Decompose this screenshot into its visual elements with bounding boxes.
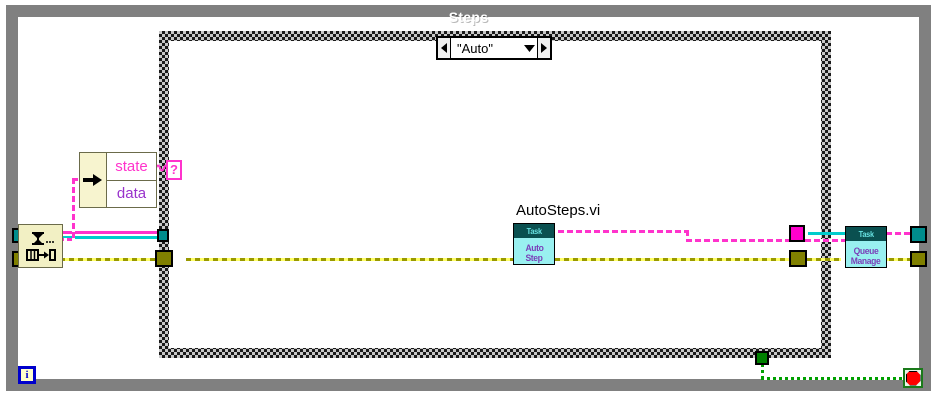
case-selector-value: "Auto" xyxy=(457,40,493,56)
autosteps-icon-header: Task xyxy=(514,224,554,238)
wire-autostep-out-a xyxy=(558,230,688,233)
case-selector-terminal[interactable]: ? xyxy=(166,160,182,180)
wire-queue-refnum-left xyxy=(24,258,164,261)
case-structure-interior xyxy=(169,41,821,348)
wire-stop-vertical xyxy=(761,358,764,380)
queuemanage-icon-header-text: Task xyxy=(858,229,874,239)
autosteps-vi-label: AutoSteps.vi xyxy=(516,202,601,219)
tunnel-right-olive[interactable] xyxy=(789,250,807,267)
unbundle-by-name-node[interactable]: state data xyxy=(79,152,157,208)
stop-octagon-icon xyxy=(905,370,921,386)
wire-autostep-drop xyxy=(686,230,689,241)
shift-register-right-cyan[interactable] xyxy=(910,226,927,243)
queuemanage-icon-line2: Manage xyxy=(851,256,881,266)
unbundle-field-data[interactable]: data xyxy=(116,185,147,203)
wire-cluster-stub-a xyxy=(58,238,72,241)
queuemanage-icon-body: Queue Manage xyxy=(846,241,886,267)
tunnel-right-pink[interactable] xyxy=(789,225,805,242)
tunnel-bottom-green[interactable] xyxy=(755,351,769,365)
tunnel-left-olive[interactable] xyxy=(155,250,173,267)
unbundle-fields: state data xyxy=(107,153,156,207)
wire-cluster-to-unbundle xyxy=(72,178,82,181)
wire-pink-tunnel-in xyxy=(796,239,848,242)
wire-cluster-riser xyxy=(72,178,75,240)
wire-cyan-element xyxy=(62,236,166,239)
autosteps-icon-line2: Step xyxy=(525,253,543,263)
queue-glyph-icon xyxy=(31,231,54,245)
dequeue-glyph-icon xyxy=(25,248,56,261)
queuemanage-icon-line1: Queue xyxy=(853,246,879,256)
queuemanage-icon-header: Task xyxy=(846,227,886,241)
case-next-arrow-icon[interactable] xyxy=(537,38,550,58)
wire-queuemanage-out xyxy=(886,232,926,235)
queue-manage-vi-node[interactable]: Task Queue Manage xyxy=(845,226,887,268)
case-prev-arrow-icon[interactable] xyxy=(438,38,451,58)
autosteps-icon-header-text: Task xyxy=(526,226,542,236)
autosteps-vi-node[interactable]: Task Auto Step xyxy=(513,223,555,265)
case-selector[interactable]: "Auto" xyxy=(436,36,552,60)
tunnel-left-cyan[interactable] xyxy=(157,229,169,242)
case-structure[interactable] xyxy=(159,31,831,358)
autosteps-icon-body: Auto Step xyxy=(514,238,554,264)
wire-autostep-out-b xyxy=(686,239,844,242)
unbundle-input-arrow-icon xyxy=(80,153,107,207)
loop-conditional-terminal[interactable] xyxy=(903,368,923,388)
shift-register-right-olive[interactable] xyxy=(910,251,927,267)
dequeue-element-node[interactable] xyxy=(18,224,63,268)
unbundle-field-state[interactable]: state xyxy=(107,153,156,181)
wire-stop-horizontal xyxy=(761,377,905,380)
wire-cyan-tunnel-right xyxy=(808,232,848,235)
loop-iteration-terminal[interactable]: i xyxy=(18,366,36,384)
chevron-down-icon[interactable] xyxy=(521,38,537,58)
wire-cluster-dequeue-out xyxy=(62,231,166,234)
autosteps-icon-line1: Auto xyxy=(525,243,543,253)
